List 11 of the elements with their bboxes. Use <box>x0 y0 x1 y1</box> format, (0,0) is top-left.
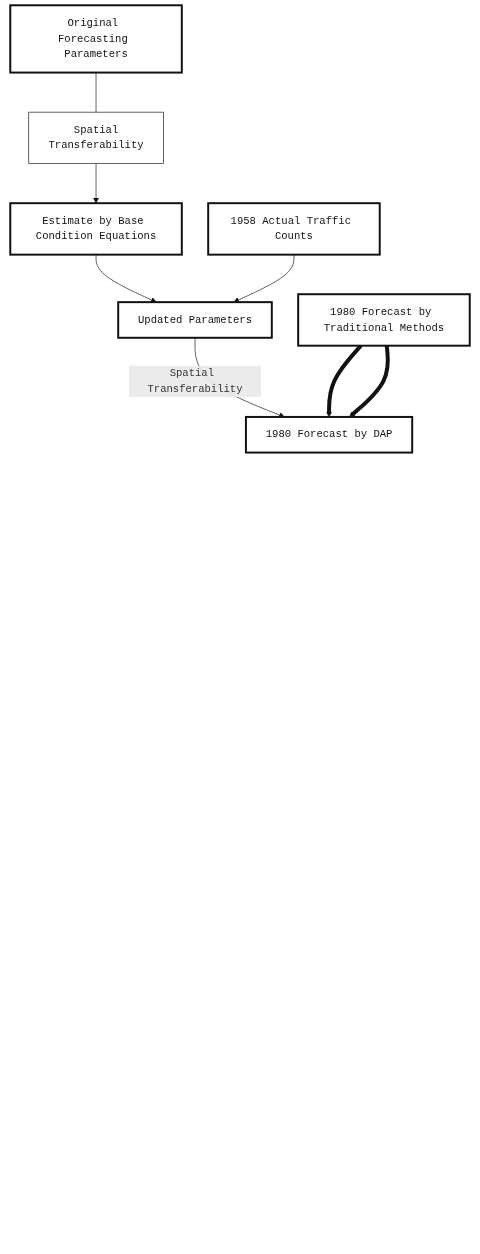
arrow <box>349 345 390 418</box>
node-box: 1980 Forecast by Traditional Methods <box>297 293 471 347</box>
node-box: Updated Parameters <box>117 301 273 339</box>
connector <box>95 72 97 113</box>
arrow <box>326 344 363 418</box>
node-box: Estimate by Base Condition Equations <box>9 202 183 256</box>
node-box: 1980 Forecast by DAP <box>244 415 414 454</box>
node-box: Original Forecasting Parameters <box>9 4 183 74</box>
node-box: 1958 Actual Traffic Counts <box>207 202 381 256</box>
edge-label: Spatial Transferability <box>147 367 243 396</box>
node-box: Spatial Transferability <box>28 111 164 164</box>
